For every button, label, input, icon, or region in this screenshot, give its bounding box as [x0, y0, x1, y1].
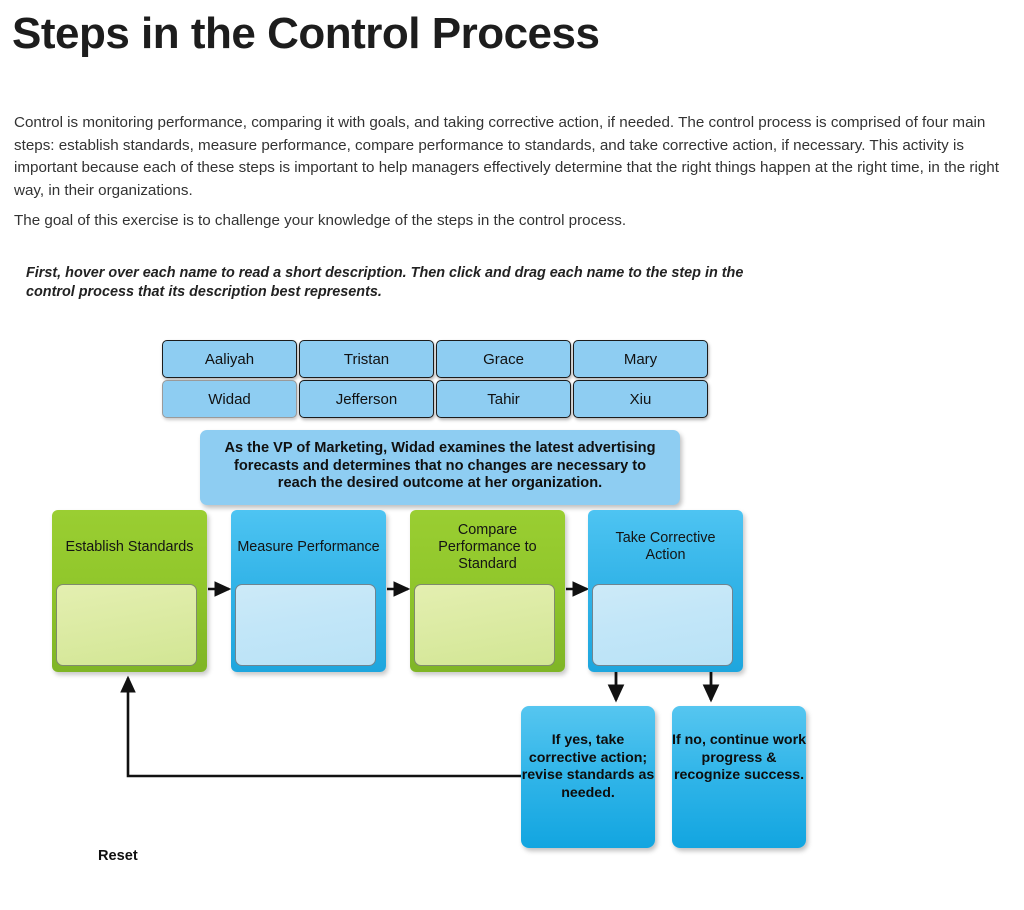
name-tile-tristan[interactable]: Tristan: [299, 340, 434, 378]
reset-button[interactable]: Reset: [98, 848, 138, 864]
name-tile-row-2: Widad Jefferson Tahir Xiu: [162, 380, 712, 420]
outcome-box-if-yes: If yes, take corrective action; revise s…: [521, 706, 655, 848]
process-step-2-label: Measure Performance: [237, 538, 380, 555]
process-step-4-label: Take Corrective Action: [615, 530, 716, 563]
name-tile-aaliyah[interactable]: Aaliyah: [162, 340, 297, 378]
process-step-3-label: Compare Performance to Standard: [438, 521, 537, 572]
dropzone-take-corrective-action[interactable]: [592, 584, 733, 666]
name-tile-grace[interactable]: Grace: [436, 340, 571, 378]
process-step-1-label: Establish Standards: [65, 538, 194, 555]
process-step-compare-performance-to-standard[interactable]: Compare Performance to Standard: [410, 510, 565, 672]
dropzone-measure-performance[interactable]: [235, 584, 376, 666]
intro-paragraph-2: The goal of this exercise is to challeng…: [14, 212, 627, 229]
process-step-take-corrective-action[interactable]: Take Corrective Action: [588, 510, 743, 672]
tile-description-tooltip: As the VP of Marketing, Widad examines t…: [200, 430, 680, 505]
name-tile-row-1: Aaliyah Tristan Grace Mary: [162, 340, 712, 380]
name-tile-xiu[interactable]: Xiu: [573, 380, 708, 418]
process-step-establish-standards[interactable]: Establish Standards: [52, 510, 207, 672]
name-tile-mary[interactable]: Mary: [573, 340, 708, 378]
exercise-instructions: First, hover over each name to read a sh…: [26, 265, 744, 300]
dropzone-compare-performance-to-standard[interactable]: [414, 584, 555, 666]
outcome-box-if-no: If no, continue work progress & recogniz…: [672, 706, 806, 848]
intro-paragraph-1: Control is monitoring performance, compa…: [14, 114, 999, 199]
process-step-measure-performance[interactable]: Measure Performance: [231, 510, 386, 672]
name-tile-tahir[interactable]: Tahir: [436, 380, 571, 418]
name-tile-grid: Aaliyah Tristan Grace Mary Widad Jeffers…: [162, 340, 712, 420]
page-title: Steps in the Control Process: [12, 9, 600, 58]
dropzone-establish-standards[interactable]: [56, 584, 197, 666]
name-tile-jefferson[interactable]: Jefferson: [299, 380, 434, 418]
name-tile-widad[interactable]: Widad: [162, 380, 297, 418]
